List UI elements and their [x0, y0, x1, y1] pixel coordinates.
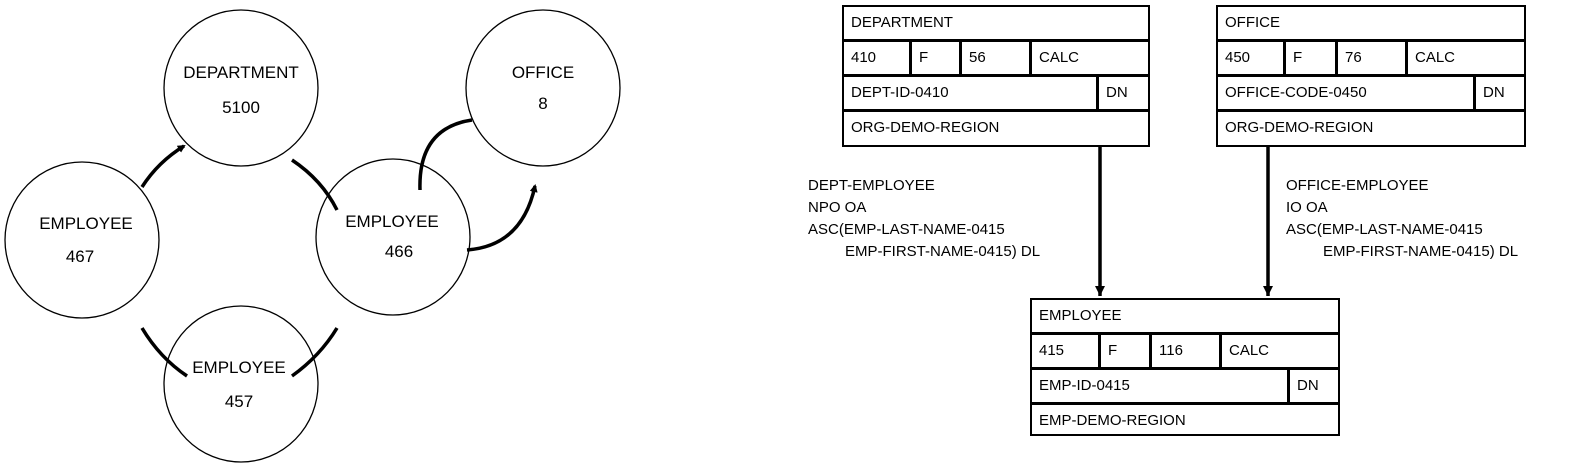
- record-box-office: OFFICE 450 F 76 CALC OFFICE-CODE-0450 DN…: [1216, 5, 1526, 147]
- record-box-employee: EMPLOYEE 415 F 116 CALC EMP-ID-0415 DN E…: [1030, 298, 1340, 436]
- record-box-department: DEPARTMENT 410 F 56 CALC DEPT-ID-0410 DN…: [842, 5, 1150, 147]
- record-id: 410: [844, 42, 912, 74]
- node-employee-466-name: EMPLOYEE: [345, 212, 439, 231]
- record-calc-key: DEPT-ID-0410: [844, 77, 1099, 109]
- record-area: EMP-DEMO-REGION: [1039, 412, 1186, 429]
- set-pointers: NPO OA: [808, 199, 867, 216]
- record-name: OFFICE: [1225, 14, 1280, 31]
- record-name: EMPLOYEE: [1039, 307, 1122, 324]
- node-circle-employee-457: [163, 305, 319, 463]
- node-circle-employee-466: [315, 158, 471, 316]
- record-length: 116: [1152, 335, 1222, 367]
- record-length: 56: [962, 42, 1032, 74]
- record-id: 450: [1218, 42, 1286, 74]
- node-department-id: 5100: [222, 98, 260, 117]
- set-order-line1: ASC(EMP-LAST-NAME-0415: [1286, 221, 1483, 238]
- arc-466-457: [290, 327, 339, 378]
- set-pointers: IO OA: [1286, 199, 1328, 216]
- arc-department-466: [291, 158, 339, 211]
- record-id: 415: [1032, 335, 1101, 367]
- node-department-name: DEPARTMENT: [183, 63, 299, 82]
- record-duplicates: DN: [1106, 84, 1128, 101]
- set-order-line1: ASC(EMP-LAST-NAME-0415: [808, 221, 1005, 238]
- arc-467-to-department: [140, 144, 186, 188]
- record-area: ORG-DEMO-REGION: [851, 119, 1000, 136]
- arc-466-office-top: [418, 118, 473, 191]
- set-name: OFFICE-EMPLOYEE: [1286, 177, 1429, 194]
- set-label-dept-employee: DEPT-EMPLOYEE NPO OA ASC(EMP-LAST-NAME-0…: [808, 175, 1040, 263]
- record-length-type: F: [912, 42, 962, 74]
- node-employee-467-name: EMPLOYEE: [39, 214, 133, 233]
- record-duplicates: DN: [1483, 84, 1505, 101]
- node-office-id: 8: [538, 94, 548, 113]
- record-calc-key: EMP-ID-0415: [1032, 370, 1290, 402]
- node-circle-employee-467: [4, 161, 160, 319]
- set-order-line2: EMP-FIRST-NAME-0415) DL: [1323, 243, 1519, 260]
- record-duplicates: DN: [1297, 377, 1319, 394]
- record-location: CALC: [1039, 49, 1080, 66]
- set-label-office-employee: OFFICE-EMPLOYEE IO OA ASC(EMP-LAST-NAME-…: [1286, 175, 1518, 263]
- record-length-type: F: [1101, 335, 1152, 367]
- record-length-type: F: [1286, 42, 1338, 74]
- node-circle-department: [163, 9, 319, 167]
- record-area: ORG-DEMO-REGION: [1225, 119, 1374, 136]
- record-location: CALC: [1415, 49, 1456, 66]
- node-employee-457-name: EMPLOYEE: [192, 358, 286, 377]
- set-order-line2: EMP-FIRST-NAME-0415) DL: [845, 243, 1041, 260]
- node-employee-457-id: 457: [224, 392, 254, 411]
- record-length: 76: [1338, 42, 1408, 74]
- arc-466-office-bottom: [466, 184, 538, 252]
- node-office-name: OFFICE: [511, 63, 575, 82]
- node-employee-467-id: 467: [65, 247, 95, 266]
- node-circle-office: [465, 9, 621, 167]
- record-location: CALC: [1229, 342, 1270, 359]
- set-name: DEPT-EMPLOYEE: [808, 177, 935, 194]
- arc-457-467: [140, 327, 188, 378]
- record-calc-key: OFFICE-CODE-0450: [1218, 77, 1476, 109]
- record-name: DEPARTMENT: [851, 14, 953, 31]
- node-employee-466-id: 466: [384, 242, 414, 261]
